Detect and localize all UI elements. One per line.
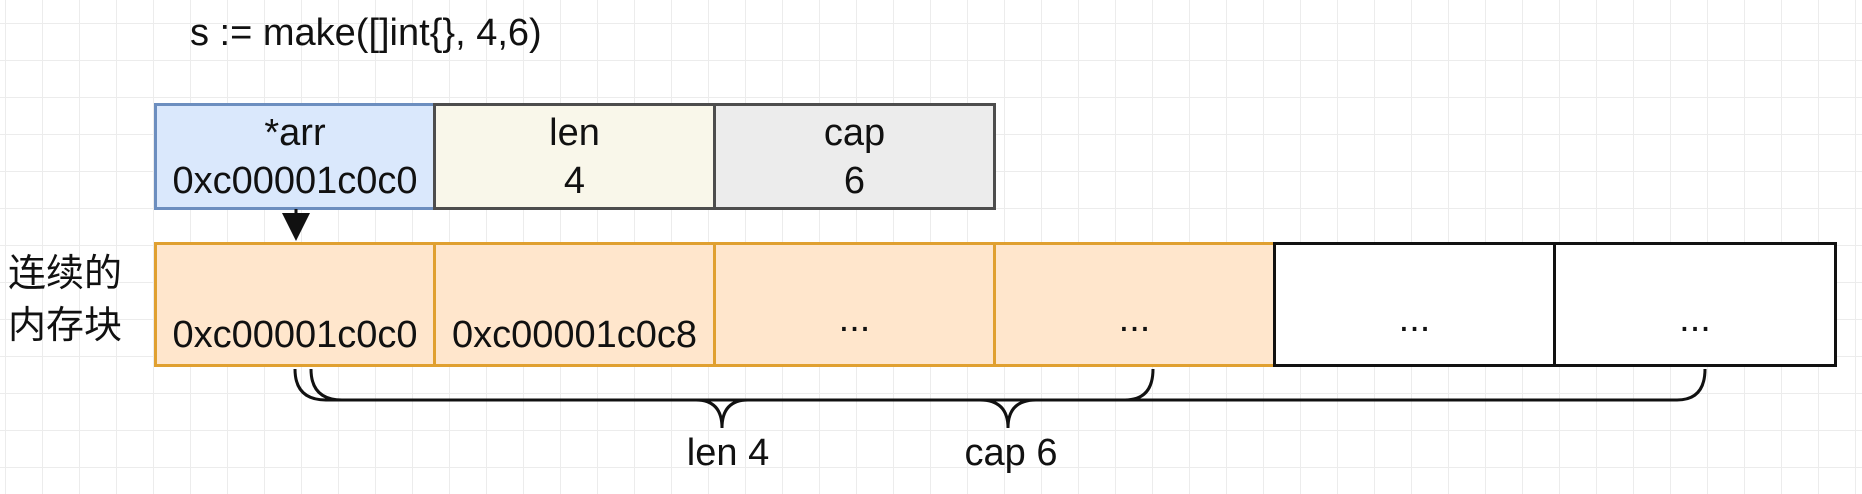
memory-cell-5: ... — [1553, 242, 1837, 367]
memory-cell-4-text: ... — [1398, 298, 1431, 340]
slice-header-pointer-cell: *arr 0xc00001c0c0 — [154, 103, 436, 210]
memory-cell-2-text: ... — [838, 298, 871, 340]
memory-cell-5-text: ... — [1679, 298, 1711, 340]
cap-value: 6 — [843, 160, 866, 202]
memory-cell-0-text: 0xc00001c0c0 — [172, 314, 418, 356]
pointer-value: 0xc00001c0c0 — [172, 160, 418, 202]
contiguous-memory-label: 连续的 内存块 — [8, 248, 122, 352]
pointer-arrow — [282, 209, 310, 241]
diagram-title: s := make([]int{}, 4,6) — [190, 12, 542, 54]
cap-label: cap — [823, 112, 886, 154]
cap-brace — [309, 368, 1707, 429]
len-label: len — [549, 112, 600, 154]
memory-cell-3-text: ... — [1118, 298, 1151, 340]
memory-cell-3: ... — [993, 242, 1276, 367]
slice-header-cap-cell: cap 6 — [713, 103, 996, 210]
memory-cell-1-text: 0xc00001c0c8 — [451, 314, 698, 356]
len-brace-label: len 4 — [686, 432, 770, 474]
memory-cell-2: ... — [713, 242, 996, 367]
side-label-line-2: 内存块 — [8, 305, 123, 347]
cap-brace-label: cap 6 — [964, 432, 1058, 474]
side-label-line-1: 连续的 — [8, 253, 123, 295]
len-brace — [293, 368, 1155, 429]
len-value: 4 — [563, 160, 586, 202]
memory-cell-1: 0xc00001c0c8 — [433, 242, 716, 367]
pointer-label: *arr — [264, 112, 326, 154]
slice-header-len-cell: len 4 — [433, 103, 716, 210]
